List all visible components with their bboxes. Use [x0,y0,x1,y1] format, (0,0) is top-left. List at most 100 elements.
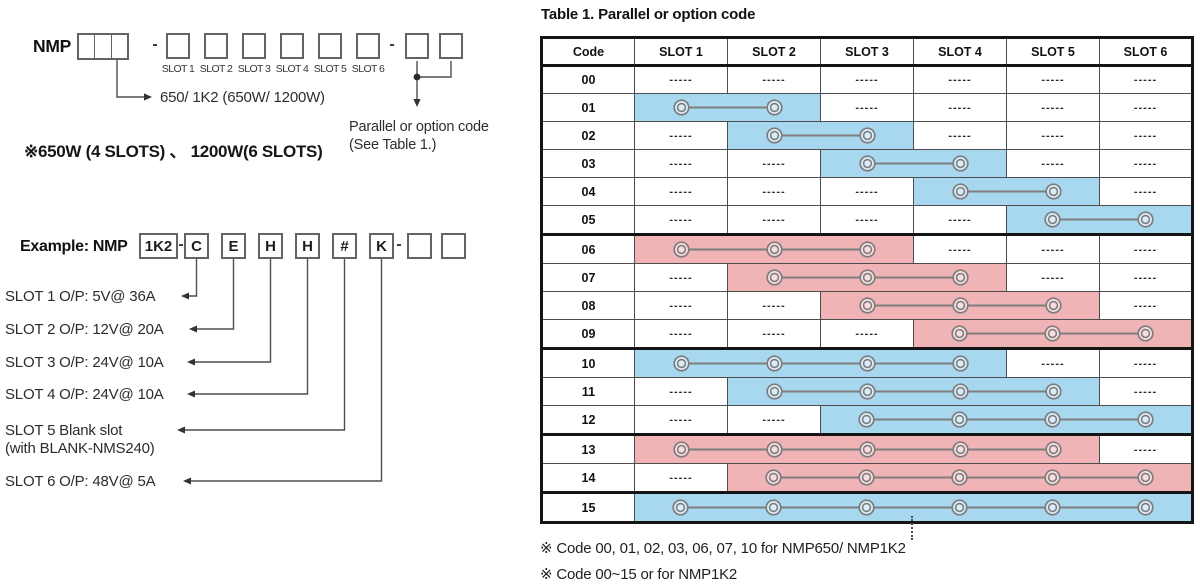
example-label: Example: NMP [20,238,128,255]
model-cell-group [77,33,129,60]
column-header: Code [541,37,635,67]
table-row: 02-------------------- [541,121,1193,150]
column-header: SLOT 2 [727,37,821,67]
table-row: 15 [541,492,1193,523]
column-header: SLOT 5 [1006,37,1100,67]
parallel-link-icon [858,297,1062,314]
parallel-span-cell [727,377,1100,406]
column-header: SLOT 6 [1099,37,1193,67]
dash-cell: ----- [727,319,821,350]
parallel-link-icon [765,383,1062,400]
arrow-left-icon [177,426,185,434]
slot-mini-label: SLOT 4 [275,63,309,75]
wattage-connector [116,60,144,98]
table-row: 06--------------- [541,234,1193,264]
parallel-link-icon [858,411,1154,428]
column-header: SLOT 4 [913,37,1007,67]
table-row: 01-------------------- [541,93,1193,122]
dash-cell: ----- [820,93,914,122]
option-connector-2 [420,61,452,78]
dash-cell: ----- [913,234,1007,264]
dash-cell: ----- [1099,177,1193,206]
slot2-box [204,33,228,59]
parallel-link-icon [951,183,1062,200]
dash-cell: ----- [1099,65,1193,94]
dash-cell: ----- [634,121,728,150]
code-cell: 12 [541,405,635,436]
dash-cell: ----- [727,405,821,436]
parallel-span-cell [727,463,1193,494]
code-cell: 02 [541,121,635,150]
example-code-box-slot5: # [332,233,357,259]
code-cell: 15 [541,492,635,523]
slot-mini-label: SLOT 5 [313,63,347,75]
arrow-left-icon [187,390,195,398]
dash-cell: ----- [727,149,821,178]
separator: - [389,36,395,53]
table-row: 00------------------------------ [541,65,1193,94]
column-header: SLOT 1 [634,37,728,67]
parallel-span-cell [820,149,1007,178]
parallel-span-cell [634,492,1193,523]
dash-cell: ----- [913,65,1007,94]
parallel-link-icon [672,355,969,372]
parallel-link-icon [951,325,1154,342]
dash-cell: ----- [1099,149,1193,178]
arrow-down-icon [413,99,421,107]
dash-cell: ----- [820,177,914,206]
parallel-span-cell [820,291,1100,320]
example-option-box-2 [441,233,466,259]
code-cell: 06 [541,234,635,264]
code-cell: 07 [541,263,635,292]
note-line: ※ Code 00~15 or for NMP1K2 [540,566,738,583]
table-row: 08--------------- [541,291,1193,320]
model-cell [79,35,94,58]
arrow-left-icon [187,358,195,366]
option-code-box-1 [405,33,429,59]
arrow-left-icon [189,325,197,333]
dash-cell: ----- [634,263,728,292]
dash-cell: ----- [1006,263,1100,292]
table-row: 09--------------- [541,319,1193,350]
option-code-box-2 [439,33,463,59]
dash-cell: ----- [1006,93,1100,122]
table-row: 03-------------------- [541,149,1193,178]
parallel-span-cell [727,263,1007,292]
table-row: 05-------------------- [541,205,1193,236]
slot-mini-label: SLOT 6 [351,63,385,75]
dash-cell: ----- [634,405,728,436]
example-option-box-1 [407,233,432,259]
dash-cell: ----- [1006,149,1100,178]
dash-cell: ----- [634,319,728,350]
dash-cell: ----- [913,205,1007,236]
code-cell: 05 [541,205,635,236]
model-cell [110,35,127,58]
parallel-span-cell [1006,205,1193,236]
dash-cell: ----- [1006,234,1100,264]
slot1-connector [189,259,198,297]
dash-cell: ----- [1006,121,1100,150]
parallel-link-icon [765,127,876,144]
code-cell: 08 [541,291,635,320]
table-body: 00------------------------------01------… [541,65,1193,523]
separator: - [152,36,158,53]
junction-dot [413,73,421,81]
parallel-link-icon [1044,211,1154,228]
dash-cell: ----- [1006,348,1100,378]
dash-cell: ----- [634,65,728,94]
parallel-link-icon [858,155,969,172]
dash-cell: ----- [1099,93,1193,122]
dash-cell: ----- [634,463,728,494]
dash-cell: ----- [727,177,821,206]
slot6-connector [191,259,383,482]
table-row: 11---------- [541,377,1193,406]
example-code-box-slot3: H [258,233,283,259]
dash-cell: ----- [1099,121,1193,150]
example-slot-label: SLOT 5 Blank slot [5,422,123,439]
separator: - [178,236,184,253]
